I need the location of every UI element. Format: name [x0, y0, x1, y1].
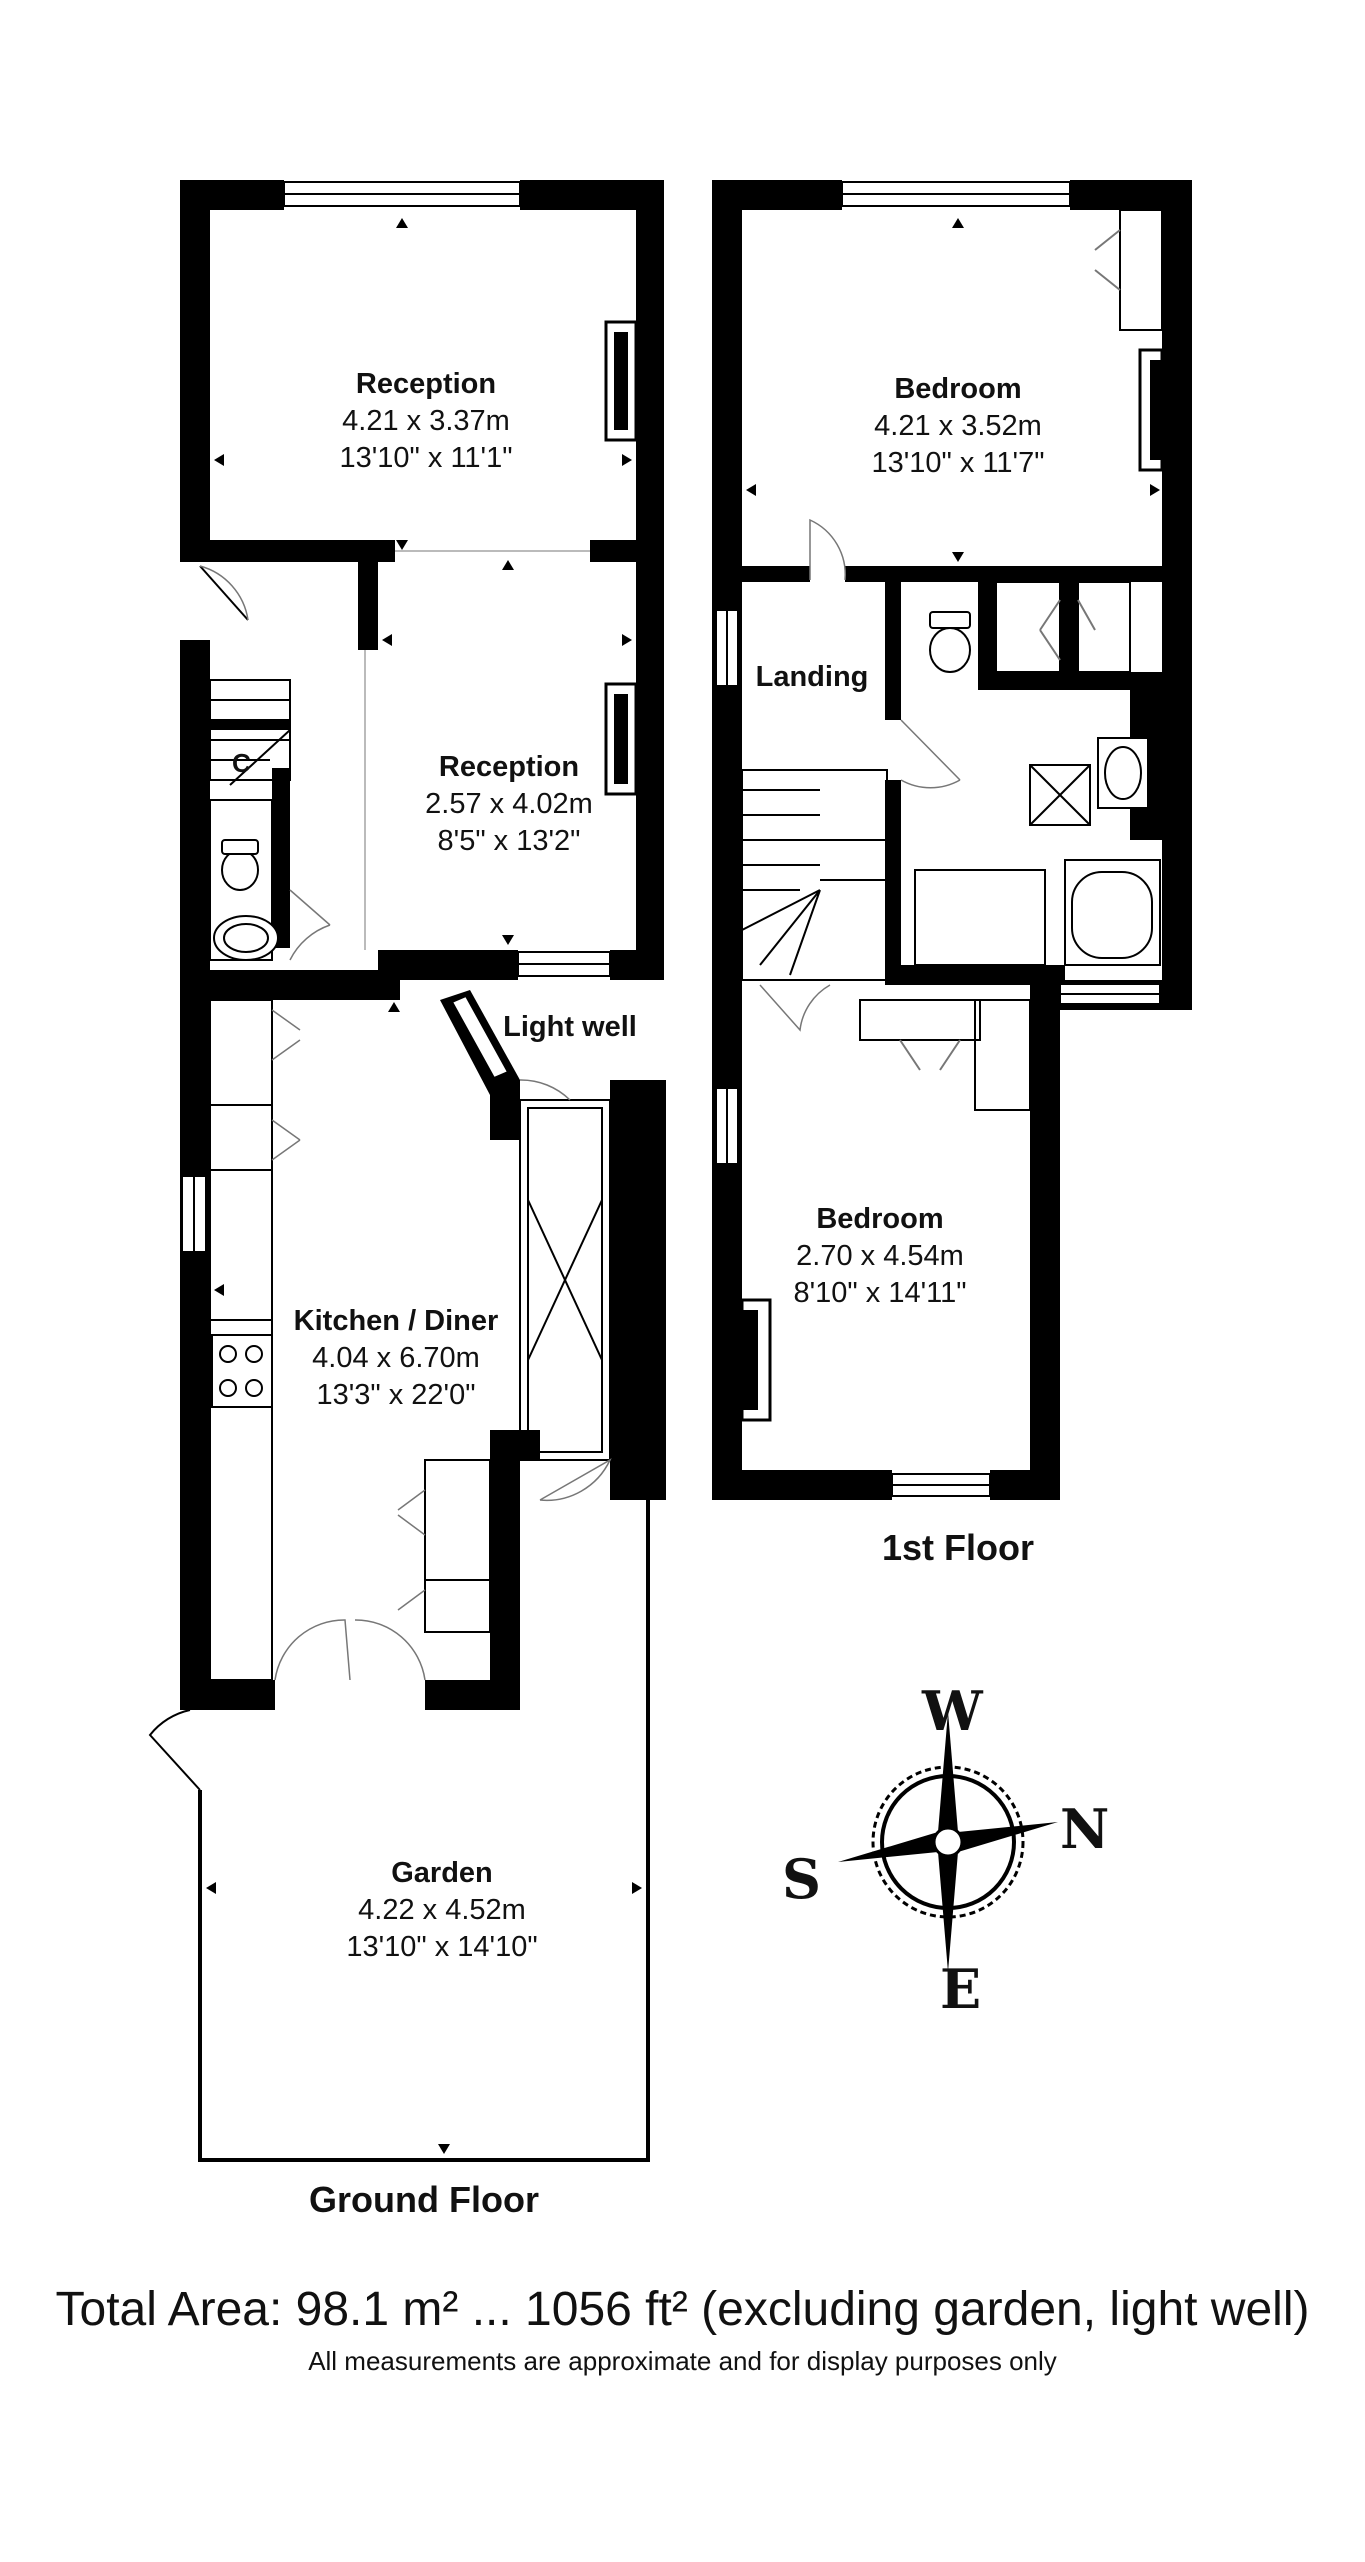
rear-reception-walls — [358, 560, 664, 980]
room-metric: 4.21 x 3.37m — [342, 405, 510, 437]
room-imperial: 8'5" x 13'2" — [438, 825, 581, 857]
garden-gate — [148, 1709, 201, 1791]
kitchen-side-window — [181, 1175, 207, 1253]
ground-floor-plan: C — [148, 180, 666, 2220]
toilet-icon — [929, 627, 971, 673]
dimension-arrows — [206, 218, 642, 2154]
understairs-cupboard — [209, 679, 291, 786]
rear-reception-window — [517, 951, 611, 977]
wardrobe-front-bedroom — [1094, 209, 1163, 331]
wardrobe-rear-bedroom — [859, 999, 1031, 1111]
hallway-walls — [180, 640, 290, 1700]
ground-floor-room-labels: Reception 4.21 x 3.37m 13'10" x 11'1" Re… — [294, 368, 637, 2220]
disclaimer-text: All measurements are approximate and for… — [308, 2346, 1057, 2376]
room-name: Garden — [391, 1857, 493, 1889]
airing-cupboards — [995, 581, 1131, 826]
bedroom-door-swing — [809, 518, 846, 581]
compass-bottom-letter: E — [940, 1957, 981, 2021]
room-name: Bedroom — [816, 1203, 943, 1235]
room-imperial: 13'3" x 22'0" — [316, 1379, 475, 1411]
bathroom-fixtures — [914, 611, 1161, 966]
garden-boundary — [198, 1500, 650, 2162]
compass-rose-icon — [838, 1712, 1058, 1972]
light-well-label: Light well — [503, 1011, 637, 1043]
front-window — [283, 181, 521, 207]
compass-letters: W N E S — [782, 1679, 1109, 2021]
wc-door-swing — [289, 889, 331, 961]
rear-units — [424, 1459, 491, 1633]
bathroom-door-swing — [900, 719, 961, 789]
room-metric: 4.22 x 4.52m — [358, 1894, 526, 1926]
first-floor-title: 1st Floor — [882, 1527, 1034, 1568]
room-metric: 4.21 x 3.52m — [874, 410, 1042, 442]
landing-label: Landing — [756, 661, 869, 693]
light-well-wall — [440, 990, 520, 1095]
skylight — [519, 1099, 611, 1461]
rear-bedroom-door — [759, 984, 831, 1032]
room-imperial: 13'10" x 14'10" — [346, 1931, 537, 1963]
front-reception-walls — [180, 180, 664, 562]
room-imperial: 8'10" x 14'11" — [793, 1277, 966, 1309]
first-floor-arrows — [746, 218, 1160, 562]
room-metric: 4.04 x 6.70m — [312, 1342, 480, 1374]
staircase — [741, 769, 888, 981]
first-floor-plan: Bedroom 4.21 x 3.52m 13'10" x 11'7" Land… — [712, 180, 1192, 1568]
first-floor-room-labels: Bedroom 4.21 x 3.52m 13'10" x 11'7" Land… — [756, 373, 1045, 1568]
compass-left-letter: S — [782, 1847, 821, 1911]
room-name: Bedroom — [894, 373, 1021, 405]
toilet-icon — [221, 849, 259, 891]
cupboard-label: C — [232, 748, 251, 778]
room-name: Kitchen / Diner — [294, 1305, 499, 1337]
room-imperial: 13'10" x 11'1" — [339, 442, 512, 474]
front-door-swing — [199, 565, 249, 621]
ground-floor-title: Ground Floor — [309, 2179, 539, 2220]
shower-tray-icon — [914, 869, 1046, 966]
wc-room — [209, 799, 279, 961]
room-name: Reception — [356, 368, 496, 400]
compass-top-letter: W — [921, 1679, 984, 1743]
french-doors — [274, 1619, 426, 1681]
room-imperial: 13'10" x 11'7" — [871, 447, 1044, 479]
kitchen-walls — [180, 970, 666, 1710]
kitchen-cabinet-doors — [271, 1009, 301, 1161]
room-metric: 2.70 x 4.54m — [796, 1240, 964, 1272]
total-area-text: Total Area: 98.1 m² ... 1056 ft² (exclud… — [55, 2283, 1310, 2336]
room-metric: 2.57 x 4.02m — [425, 788, 593, 820]
hob-icon — [211, 1334, 273, 1408]
compass-right-letter: N — [1060, 1797, 1109, 1861]
light-well-door — [519, 1079, 571, 1101]
room-name: Reception — [439, 751, 579, 783]
first-floor-windows — [715, 181, 1161, 1497]
